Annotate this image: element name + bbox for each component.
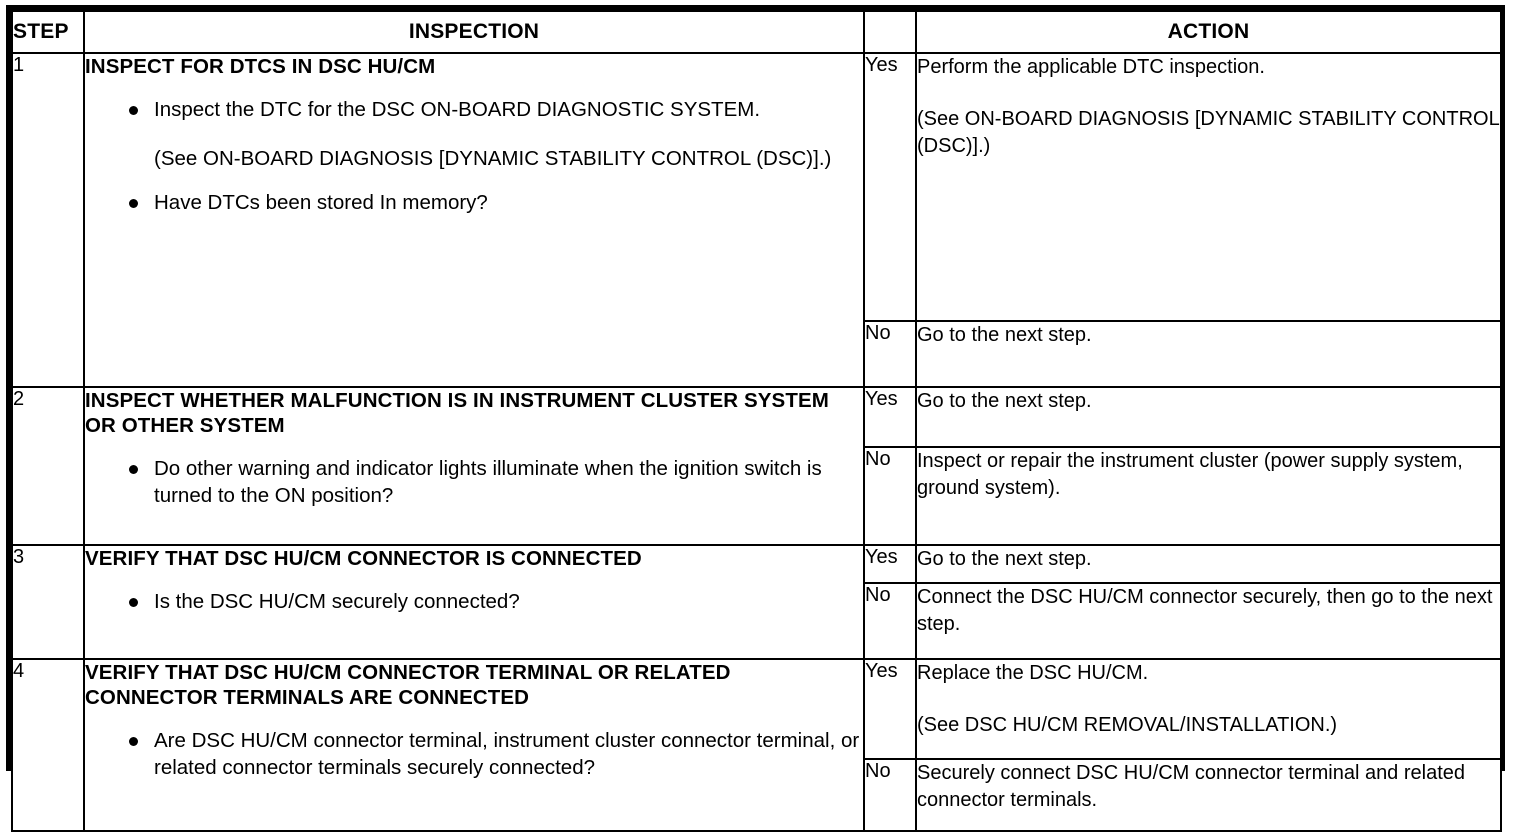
bullet-dot-icon (129, 737, 138, 746)
action-text: Go to the next step. (917, 390, 1092, 412)
inspection-bullet-list: Is the DSC HU/CM securely connected? (85, 588, 863, 615)
bullet-dot-icon (129, 598, 138, 607)
list-item: Do other warning and indicator lights il… (85, 455, 863, 509)
table-row: 2 INSPECT WHETHER MALFUNCTION IS IN INST… (11, 386, 1502, 546)
bullet-text: Are DSC HU/CM connector terminal, instru… (154, 729, 860, 779)
column-header-yesno (863, 10, 917, 54)
inspection-cell: INSPECT WHETHER MALFUNCTION IS IN INSTRU… (83, 386, 865, 546)
outcome-label-no: No (863, 320, 917, 388)
bullet-dot-icon (129, 465, 138, 474)
inspection-bullet-list: Inspect the DTC for the DSC ON-BOARD DIA… (85, 96, 863, 216)
action-text: Replace the DSC HU/CM. (917, 662, 1149, 684)
inspection-bullet-list: Are DSC HU/CM connector terminal, instru… (85, 727, 863, 781)
diagnostic-flow-table: STEP INSPECTION ACTION 1 INSPECT FOR DTC… (6, 5, 1505, 832)
action-cell: Go to the next step. (915, 386, 1502, 448)
inspection-title: INSPECT WHETHER MALFUNCTION IS IN INSTRU… (85, 389, 829, 437)
bullet-text: Have DTCs been stored In memory? (154, 191, 488, 214)
step-number: 4 (11, 658, 85, 832)
action-cell: Go to the next step. (915, 320, 1502, 388)
bullet-text: Is the DSC HU/CM securely connected? (154, 590, 520, 613)
action-cell: Securely connect DSC HU/CM connector ter… (915, 758, 1502, 832)
outcome-label-yes: Yes (863, 386, 917, 448)
bullet-dot-icon (129, 199, 138, 208)
action-cell: Replace the DSC HU/CM. (See DSC HU/CM RE… (915, 658, 1502, 760)
inspection-title: INSPECT FOR DTCS IN DSC HU/CM (85, 55, 436, 78)
bullet-dot-icon (129, 106, 138, 115)
table-row: 1 INSPECT FOR DTCS IN DSC HU/CM Inspect … (11, 52, 1502, 388)
outcome-label-yes: Yes (863, 544, 917, 584)
inspection-cell: VERIFY THAT DSC HU/CM CONNECTOR IS CONNE… (83, 544, 865, 660)
bullet-text: Inspect the DTC for the DSC ON-BOARD DIA… (154, 98, 761, 121)
action-text: Inspect or repair the instrument cluster… (917, 450, 1463, 499)
list-item: Inspect the DTC for the DSC ON-BOARD DIA… (85, 96, 863, 172)
inspection-title: VERIFY THAT DSC HU/CM CONNECTOR TERMINAL… (85, 661, 731, 709)
table-row: No Go to the next step. (12, 320, 1502, 388)
column-header-step: STEP (11, 10, 85, 54)
action-cell: Perform the applicable DTC inspection. (… (915, 52, 1502, 322)
outcome-label-yes: Yes (863, 658, 917, 760)
step-number: 2 (11, 386, 85, 546)
inspection-cell: VERIFY THAT DSC HU/CM CONNECTOR TERMINAL… (83, 658, 865, 832)
inspection-title: VERIFY THAT DSC HU/CM CONNECTOR IS CONNE… (85, 547, 642, 570)
column-header-action: ACTION (915, 10, 1502, 54)
list-item: Is the DSC HU/CM securely connected? (85, 588, 863, 615)
action-cell: Inspect or repair the instrument cluster… (915, 446, 1502, 546)
table-row: 3 VERIFY THAT DSC HU/CM CONNECTOR IS CON… (11, 544, 1502, 660)
outcome-label-no: No (863, 446, 917, 546)
action-text: Connect the DSC HU/CM connector securely… (917, 586, 1493, 635)
inspection-cell: INSPECT FOR DTCS IN DSC HU/CM Inspect th… (83, 52, 865, 388)
action-text: Go to the next step. (917, 324, 1092, 346)
list-item: Are DSC HU/CM connector terminal, instru… (85, 727, 863, 781)
document-page: STEP INSPECTION ACTION 1 INSPECT FOR DTC… (6, 5, 1505, 832)
bullet-text: Do other warning and indicator lights il… (154, 457, 822, 507)
action-text: Perform the applicable DTC inspection. (917, 56, 1265, 78)
step-number: 1 (11, 52, 85, 388)
table-row: No Inspect or repair the instrument clus… (12, 446, 1502, 546)
action-text: Go to the next step. (917, 548, 1092, 570)
outcome-label-no: No (863, 582, 917, 660)
action-cell: Go to the next step. (915, 544, 1502, 584)
action-cell: Connect the DSC HU/CM connector securely… (915, 582, 1502, 660)
table-row: No Connect the DSC HU/CM connector secur… (12, 582, 1502, 660)
list-item: Have DTCs been stored In memory? (85, 189, 863, 216)
step-number: 3 (11, 544, 85, 660)
column-header-inspection: INSPECTION (83, 10, 865, 54)
table-header-row: STEP INSPECTION ACTION (11, 10, 1502, 54)
inspection-bullet-list: Do other warning and indicator lights il… (85, 455, 863, 509)
action-reference: (See DSC HU/CM REMOVAL/INSTALLATION.) (917, 714, 1338, 736)
action-reference: (See ON-BOARD DIAGNOSIS [DYNAMIC STABILI… (917, 108, 1499, 157)
outcome-label-yes: Yes (863, 52, 917, 322)
outcome-label-no: No (863, 758, 917, 832)
bullet-reference: (See ON-BOARD DIAGNOSIS [DYNAMIC STABILI… (154, 147, 832, 170)
action-text: Securely connect DSC HU/CM connector ter… (917, 762, 1466, 811)
table-row: 4 VERIFY THAT DSC HU/CM CONNECTOR TERMIN… (11, 658, 1502, 832)
inspection-action-table: STEP INSPECTION ACTION 1 INSPECT FOR DTC… (11, 10, 1502, 832)
